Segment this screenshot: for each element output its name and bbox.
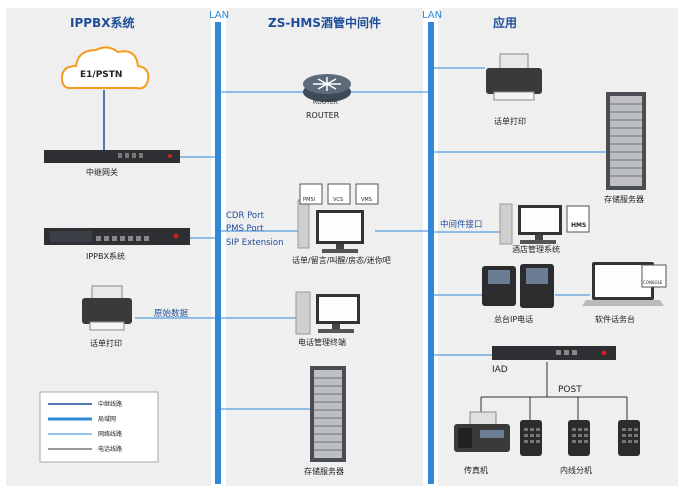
apps-panel (438, 8, 678, 486)
legend-phone-line: 电话线路 (98, 446, 123, 453)
iad-label: IAD (492, 365, 508, 375)
iad-device (492, 346, 616, 360)
apps-section-title: 应用 (493, 16, 518, 30)
left-printer-label: 话单打印 (90, 339, 122, 348)
lan-label-right: LAN (422, 10, 443, 21)
post-label: POST (558, 385, 582, 395)
ippbx-section-title: IPPBX系统 (70, 16, 135, 30)
hms-badge: HMS (571, 222, 587, 229)
mid-pc-terminal-device (295, 291, 360, 335)
laptop-device (582, 262, 667, 306)
console-badge: CONSOLE (643, 280, 663, 285)
right-storage-label: 存储服务器 (604, 195, 644, 204)
mid-pc-main-device (297, 183, 379, 253)
ippbx-label: IPPBX系统 (86, 252, 125, 261)
lan-bus-left (215, 22, 221, 484)
softphone-label: 软件话务台 (595, 315, 635, 324)
legend-trunk-line: 中继线路 (98, 401, 123, 408)
pc-badge-vms: VMS (361, 197, 372, 203)
router-badge: ROUTER (313, 99, 338, 106)
mid-storage-device (310, 366, 346, 462)
trunk-gateway-label: 中继网关 (86, 168, 118, 177)
ip-phone-device (482, 264, 554, 308)
right-storage-device (606, 92, 646, 190)
hotel-pc-device (499, 203, 590, 245)
router-device (303, 74, 351, 102)
ip-phone-label: 总台IP电话 (494, 315, 534, 324)
right-printer-label: 话单打印 (494, 117, 526, 126)
lan-label-left: LAN (209, 10, 230, 21)
left-printer-device (82, 285, 132, 331)
analog-phones-device (520, 420, 640, 456)
pc-badge-vcs: VCS (333, 197, 344, 203)
extension-label: 内线分机 (560, 466, 592, 475)
router-label: ROUTER (306, 111, 340, 120)
mid-pc-terminal-label: 电话管理终端 (298, 338, 346, 347)
middleware-section-title: ZS-HMS酒管中间件 (268, 16, 381, 30)
mid-pc-main-label: 话单/留言/叫醒/房态/迷你吧 (292, 256, 391, 265)
middleware-interface-label: 中间件接口 (440, 220, 483, 230)
sip-extension-label: SIP Extension (226, 238, 284, 248)
legend-net-line: 网络线路 (98, 431, 123, 438)
fax-device (454, 411, 510, 452)
pc-badge-pmsi: PMSI (303, 197, 315, 203)
mid-storage-label: 存储服务器 (304, 467, 344, 476)
legend-lan: 局域网 (98, 416, 117, 423)
pms-port-label: PMS Port (226, 224, 264, 234)
pstn-cloud (60, 46, 150, 90)
raw-data-label: 原始数据 (154, 309, 189, 319)
hotel-system-label: 酒店管理系统 (512, 245, 560, 254)
right-printer-device (486, 53, 542, 101)
trunk-gateway-device (44, 150, 180, 163)
cloud-label: E1/PSTN (80, 70, 123, 80)
cdr-port-label: CDR Port (226, 211, 264, 221)
lan-bus-right (428, 22, 434, 484)
fax-label: 传真机 (464, 466, 488, 475)
